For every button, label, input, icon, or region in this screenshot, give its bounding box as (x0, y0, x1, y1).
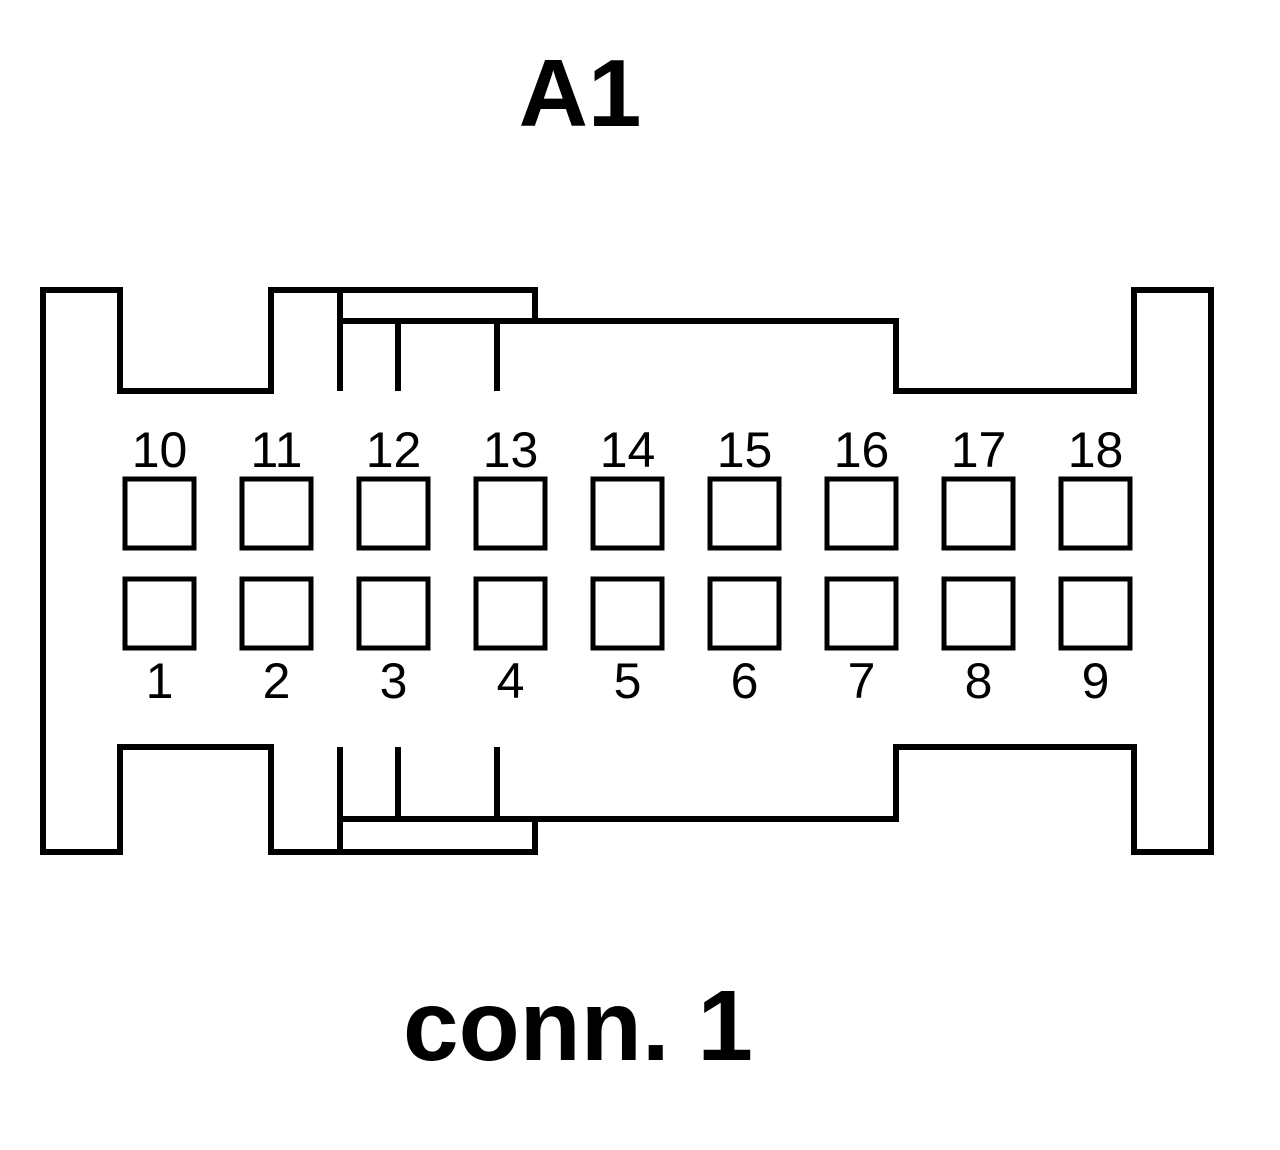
pin-label-14: 14 (600, 422, 656, 478)
pin-label-18: 18 (1068, 422, 1124, 478)
pin-cavity-3 (356, 576, 431, 651)
pin-label-4: 4 (497, 653, 525, 709)
housing-outline (40, 287, 1214, 855)
pin-cavity-8 (941, 576, 1016, 651)
pin-label-15: 15 (717, 422, 773, 478)
pin-cavity-7 (824, 576, 899, 651)
pin-cavity-11 (239, 476, 314, 551)
pin-label-3: 3 (380, 653, 408, 709)
pin-cavity-15 (707, 476, 782, 551)
pin-cavity-5 (590, 576, 665, 651)
pin-label-10: 10 (132, 422, 188, 478)
pin-cavity-16 (824, 476, 899, 551)
connector-housing (40, 287, 1214, 855)
pin-label-16: 16 (834, 422, 890, 478)
pin-cavity-1 (122, 576, 197, 651)
pin-label-13: 13 (483, 422, 539, 478)
pin-cavity-4 (473, 576, 548, 651)
pin-label-6: 6 (731, 653, 759, 709)
pin-cavity-17 (941, 476, 1016, 551)
pin-label-1: 1 (146, 653, 174, 709)
pin-label-12: 12 (366, 422, 422, 478)
pin-label-17: 17 (951, 422, 1007, 478)
pin-cavity-2 (239, 576, 314, 651)
connector-title: A1 (519, 40, 642, 147)
pin-cavity-12 (356, 476, 431, 551)
pin-label-9: 9 (1082, 653, 1110, 709)
pin-label-8: 8 (965, 653, 993, 709)
connector-caption: conn. 1 (403, 970, 753, 1082)
pin-label-7: 7 (848, 653, 876, 709)
pin-cavity-18 (1058, 476, 1133, 551)
pin-cavity-6 (707, 576, 782, 651)
pin-label-5: 5 (614, 653, 642, 709)
pin-cavity-10 (122, 476, 197, 551)
pin-label-2: 2 (263, 653, 291, 709)
pin-label-11: 11 (251, 422, 303, 478)
pin-cavity-14 (590, 476, 665, 551)
pin-cavity-9 (1058, 576, 1133, 651)
pin-cavity-13 (473, 476, 548, 551)
